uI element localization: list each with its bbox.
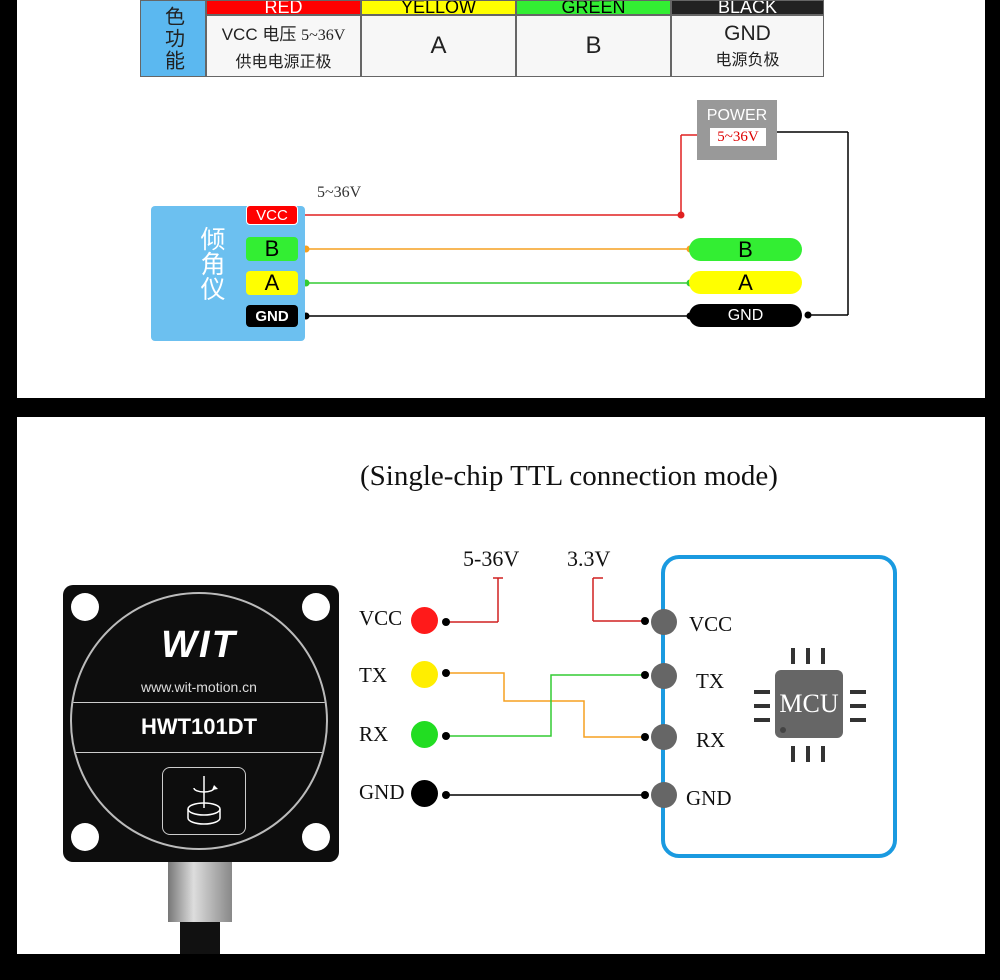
mount-hole [302,593,330,621]
mount-hole [71,593,99,621]
pin-vcc: VCC [246,205,298,225]
target-b: B [689,237,802,262]
supply-label-right: 3.3V [567,546,611,571]
target-gnd: GND [689,304,802,327]
left-pin-tx-label: TX [359,663,387,687]
sensor-model: HWT101DT [140,714,258,739]
left-pin-vcc-dot [411,607,438,634]
mcu-pin-rx-label: RX [696,728,726,752]
supply-label-left: 5-36V [463,546,520,571]
power-box: POWER 5~36V [697,100,777,160]
mcu-pin-gnd-label: GND [686,786,732,810]
function-cell-vcc: VCC 电压 5~36V 供电电源正极 [206,15,361,77]
pin-gnd: GND [246,305,298,327]
mcu-pin-rx-dot [651,724,677,750]
pin-b: B [246,236,298,261]
brand-logo: WIT [161,624,237,666]
color-cell-black: BLACK [671,0,824,15]
face-divider [72,752,326,753]
mcu-pin-vcc-label: VCC [689,612,733,636]
sensor-url: www.wit-motion.cn [141,679,257,695]
function-cell-a: A [361,15,516,77]
left-pin-gnd-dot [411,780,438,807]
color-cell-red: RED [206,0,361,15]
mcu-label: MCU [779,689,839,718]
left-pin-rx-label: RX [359,722,389,746]
left-pin-gnd-label: GND [359,780,405,804]
color-cell-yellow: YELLOW [361,0,516,15]
sensor-face: WIT www.wit-motion.cn HWT101DT [70,592,328,850]
mcu-pin-tx-dot [651,663,677,689]
pin-a: A [246,270,298,295]
mcu-pin-tx-label: TX [696,669,724,693]
left-pin-vcc-label: VCC [359,606,403,630]
left-pin-tx-dot [411,661,438,688]
left-pin-rx-dot [411,721,438,748]
target-a: A [689,270,802,295]
face-divider [72,702,326,703]
mcu-pin-gnd-dot [651,782,677,808]
sensor-cable [180,922,220,954]
table-row-header: 色功能 [140,0,206,77]
color-cell-green: GREEN [516,0,671,15]
function-cell-gnd: GND 电源负极 [671,15,824,77]
function-cell-b: B [516,15,671,77]
vcc-voltage-label: 5~36V [317,184,362,201]
sensor-device: WIT www.wit-motion.cn HWT101DT [63,585,339,862]
rotation-icon [162,767,246,835]
mcu-pin-vcc-dot [651,609,677,635]
mount-hole [71,823,99,851]
device-label: 倾角仪 [197,226,225,301]
mount-hole [302,823,330,851]
cable-gland [168,862,232,922]
ttl-title: (Single-chip TTL connection mode) [360,460,778,492]
